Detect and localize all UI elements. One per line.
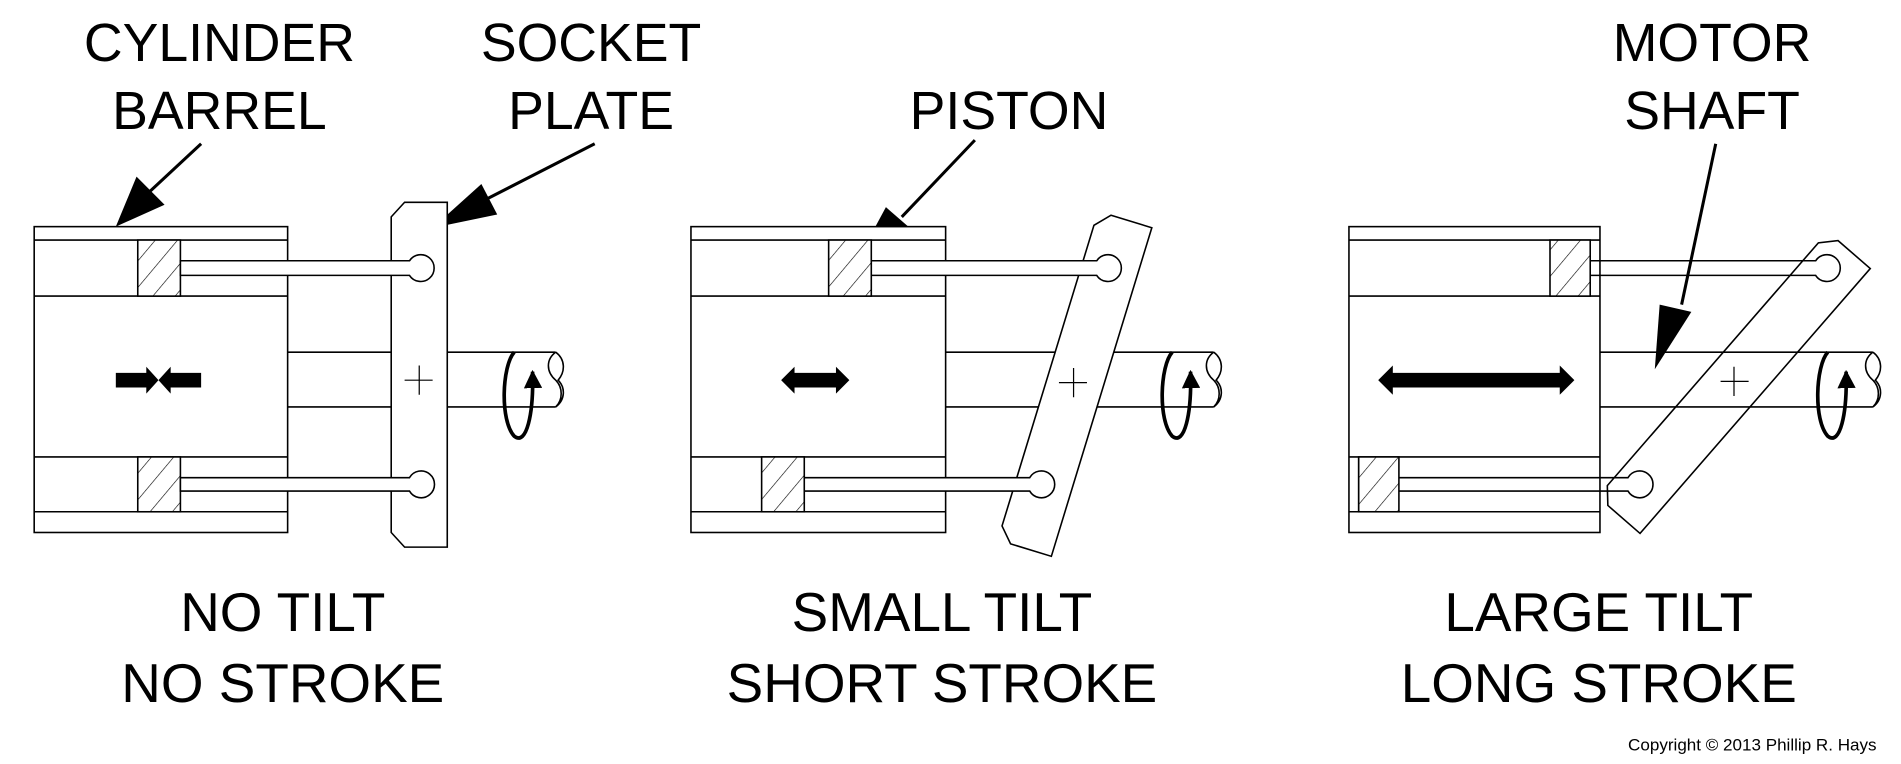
stroke-arrows-icon [115,366,202,394]
socket-plate [1606,239,1872,535]
caption-line-1: SMALL TILT [792,581,1093,643]
caption-line-2: NO STROKE [121,652,444,714]
label-cylinder: CYLINDER [84,13,355,73]
pointer-arrow-motor-shaft [1654,143,1718,370]
piston-rod-top [179,253,435,283]
label-barrel: BARREL [112,81,327,141]
caption-line-1: LARGE TILT [1444,581,1753,643]
label-piston: PISTON [910,81,1109,141]
panel-no-tilt: NO TILT NO STROKE [33,201,565,714]
piston-rod-bottom [179,470,436,499]
pointer-arrow-socket-plate [432,142,596,228]
caption-line-2: LONG STROKE [1401,652,1797,714]
stroke-arrow-short-icon [781,366,850,394]
caption-line-1: NO TILT [180,581,385,643]
piston-rod-top [870,253,1123,283]
plus-icon [1720,366,1749,397]
piston-bottom [1357,456,1400,513]
label-plate: PLATE [508,81,674,141]
piston-rod-bottom [1398,470,1654,499]
panel-large-tilt: LARGE TILT LONG STROKE [1348,225,1882,714]
piston-top [827,239,873,297]
caption-line-2: SHORT STROKE [727,652,1158,714]
plus-icon [1058,367,1087,398]
label-motor: MOTOR [1613,13,1812,73]
motor-shaft [447,351,565,408]
rotation-arrow-icon [1160,350,1201,440]
piston-bottom [136,456,182,513]
rotation-arrow-icon [1815,350,1856,440]
panel-small-tilt: SMALL TILT SHORT STROKE [690,214,1223,714]
copyright-notice: Copyright © 2013 Phillip R. Hays [1628,736,1877,755]
label-socket: SOCKET [481,13,701,73]
motor-shaft [1096,351,1223,408]
motor-shaft [1599,351,1882,408]
stroke-arrow-long-icon [1378,365,1575,395]
rotation-arrow-icon [502,350,543,440]
plus-icon [404,365,433,395]
piston-rod-bottom [803,470,1056,499]
piston-top [136,239,182,297]
piston-rod-top [1590,253,1841,283]
pointer-arrow-barrel [115,142,203,227]
piston-top [1549,239,1592,297]
label-shaft: SHAFT [1624,81,1800,141]
piston-bottom [760,456,806,513]
